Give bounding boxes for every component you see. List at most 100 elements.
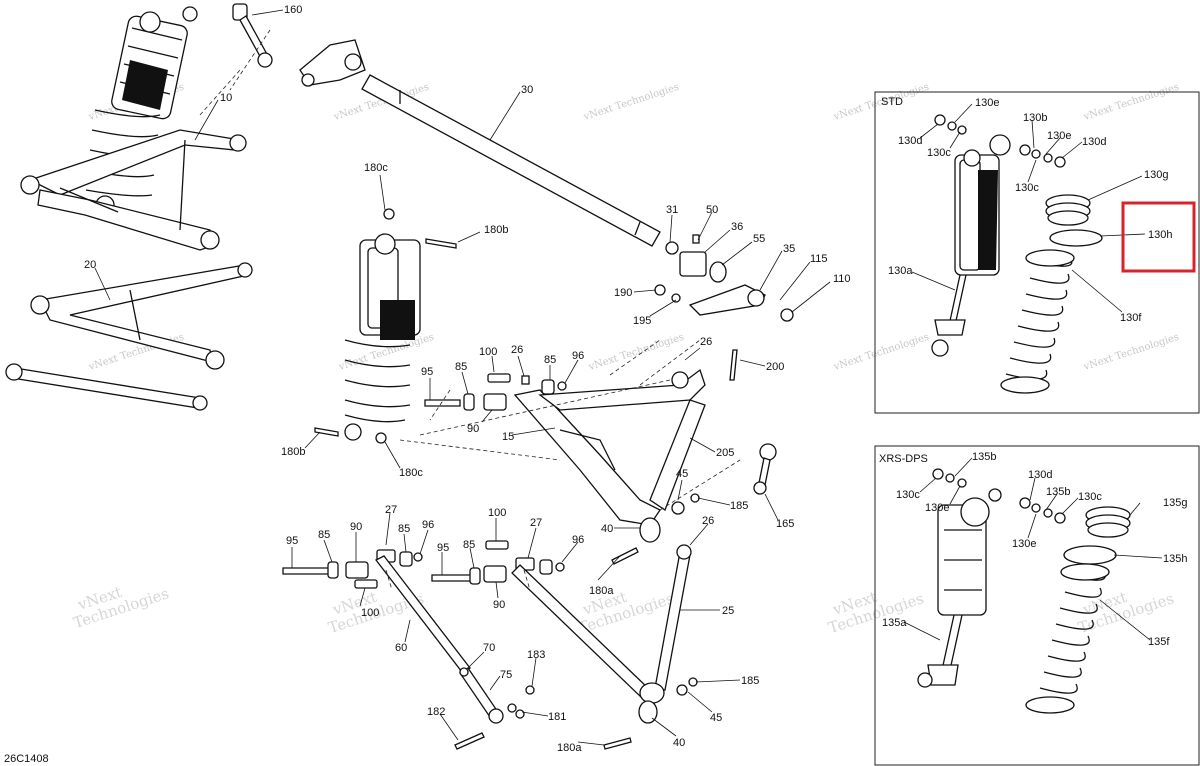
sway-bar-arm	[299, 39, 366, 87]
watermark: vNext Technologies	[582, 82, 681, 123]
part-label: 180a	[589, 585, 614, 597]
part-label: 130e	[975, 97, 999, 109]
part-label: 135a	[882, 617, 907, 629]
part-label: 50	[706, 204, 718, 216]
xrs-panel-frame	[874, 445, 1200, 766]
part-label: 95	[421, 366, 433, 378]
trailing-arm-15	[513, 368, 706, 526]
part-label: 90	[467, 423, 479, 435]
bushing-assembly	[665, 234, 727, 283]
part-label: 85	[544, 354, 556, 366]
part-label: 45	[710, 712, 722, 724]
rear-shock-center	[314, 208, 457, 444]
part-label: 130c	[896, 489, 920, 501]
alignment-lines	[199, 29, 741, 591]
part-label: 40	[673, 737, 685, 749]
part-label: 95	[286, 535, 298, 547]
part-label: 85	[398, 523, 410, 535]
part-label: 100	[488, 507, 506, 519]
part-label: 185	[741, 675, 759, 687]
leader-lines	[94, 9, 1163, 746]
lower-link-hardware-right	[431, 540, 565, 585]
watermark: vNext Technologies	[1082, 332, 1181, 373]
part-label: 115	[810, 253, 828, 265]
part-label: 160	[284, 4, 302, 16]
figure-code: 26C1408	[4, 753, 49, 765]
part-label: 135h	[1163, 553, 1187, 565]
part-label: 35	[783, 243, 795, 255]
front-upper-a-arm-10	[20, 129, 247, 251]
part-label: 36	[731, 221, 743, 233]
part-label: 85	[455, 361, 467, 373]
part-label: 30	[521, 84, 533, 96]
part-label: 40	[601, 523, 613, 535]
part-label: 205	[716, 447, 734, 459]
xrs-shock-135a	[917, 488, 1002, 688]
highlight-box-130h	[1121, 201, 1196, 273]
part-label: 130f	[1120, 312, 1142, 324]
part-label: 130d	[1028, 469, 1052, 481]
part-label: 195	[633, 315, 651, 327]
part-label: 96	[572, 534, 584, 546]
part-label: 130c	[927, 147, 951, 159]
link-rod-160	[232, 3, 273, 68]
part-label: 55	[753, 233, 765, 245]
watermark: vNext Technologies	[1082, 82, 1181, 123]
std-panel-frame	[874, 91, 1200, 414]
part-label: 190	[614, 287, 632, 299]
part-label: 130e	[925, 502, 949, 514]
part-label: 31	[666, 204, 678, 216]
part-label: 135g	[1163, 497, 1187, 509]
part-label: 180a	[557, 742, 582, 754]
part-label: 95	[437, 542, 449, 554]
part-label: 75	[500, 669, 512, 681]
torsion-bar-30	[361, 74, 661, 247]
bolt-200	[729, 349, 738, 381]
part-label: 70	[483, 642, 495, 654]
watermark: vNext Technologies	[587, 332, 686, 373]
part-label: 130d	[1082, 136, 1106, 148]
part-label: 26	[702, 515, 714, 527]
part-label: 130e	[1047, 130, 1071, 142]
part-label: 26	[700, 336, 712, 348]
std-spring-parts	[1000, 194, 1103, 394]
xrs-panel-title: XRS-DPS	[879, 453, 928, 465]
bushings-40-45	[639, 493, 700, 543]
part-label: 85	[318, 529, 330, 541]
part-label: 96	[422, 519, 434, 531]
tie-rod-left	[5, 363, 208, 411]
lower-arm-25	[511, 544, 698, 750]
part-label: 26	[511, 344, 523, 356]
part-label: 200	[766, 361, 784, 373]
xrs-spring-parts	[1025, 506, 1131, 714]
part-label: 10	[220, 92, 232, 104]
part-label: 130d	[898, 135, 922, 147]
part-label: 15	[502, 431, 514, 443]
std-hardware	[934, 114, 1066, 168]
part-label: 181	[548, 711, 566, 723]
part-label: 182	[427, 706, 445, 718]
part-label: 130c	[1078, 491, 1102, 503]
part-label: 185	[730, 500, 748, 512]
std-shock-130a	[931, 134, 1011, 357]
part-label: 180b	[281, 446, 305, 458]
lower-link-hardware-left	[282, 549, 423, 589]
part-label: 135b	[972, 451, 996, 463]
part-label: 90	[350, 521, 362, 533]
part-label: 180c	[364, 162, 388, 174]
front-lower-a-arm-20	[30, 262, 253, 370]
part-label: 60	[395, 642, 407, 654]
part-label: 25	[722, 605, 734, 617]
std-panel-title: STD	[881, 96, 903, 108]
part-label: 100	[479, 346, 497, 358]
part-label: 100	[361, 607, 379, 619]
part-label: 110	[833, 273, 851, 285]
watermark: vNext Technologies	[832, 332, 931, 373]
part-label: 45	[676, 468, 688, 480]
part-label: 130a	[888, 265, 913, 277]
part-label: 135b	[1046, 486, 1070, 498]
bushing-hardware-upper	[424, 373, 567, 411]
part-label: 180b	[484, 224, 508, 236]
xrs-hardware	[932, 468, 1066, 524]
